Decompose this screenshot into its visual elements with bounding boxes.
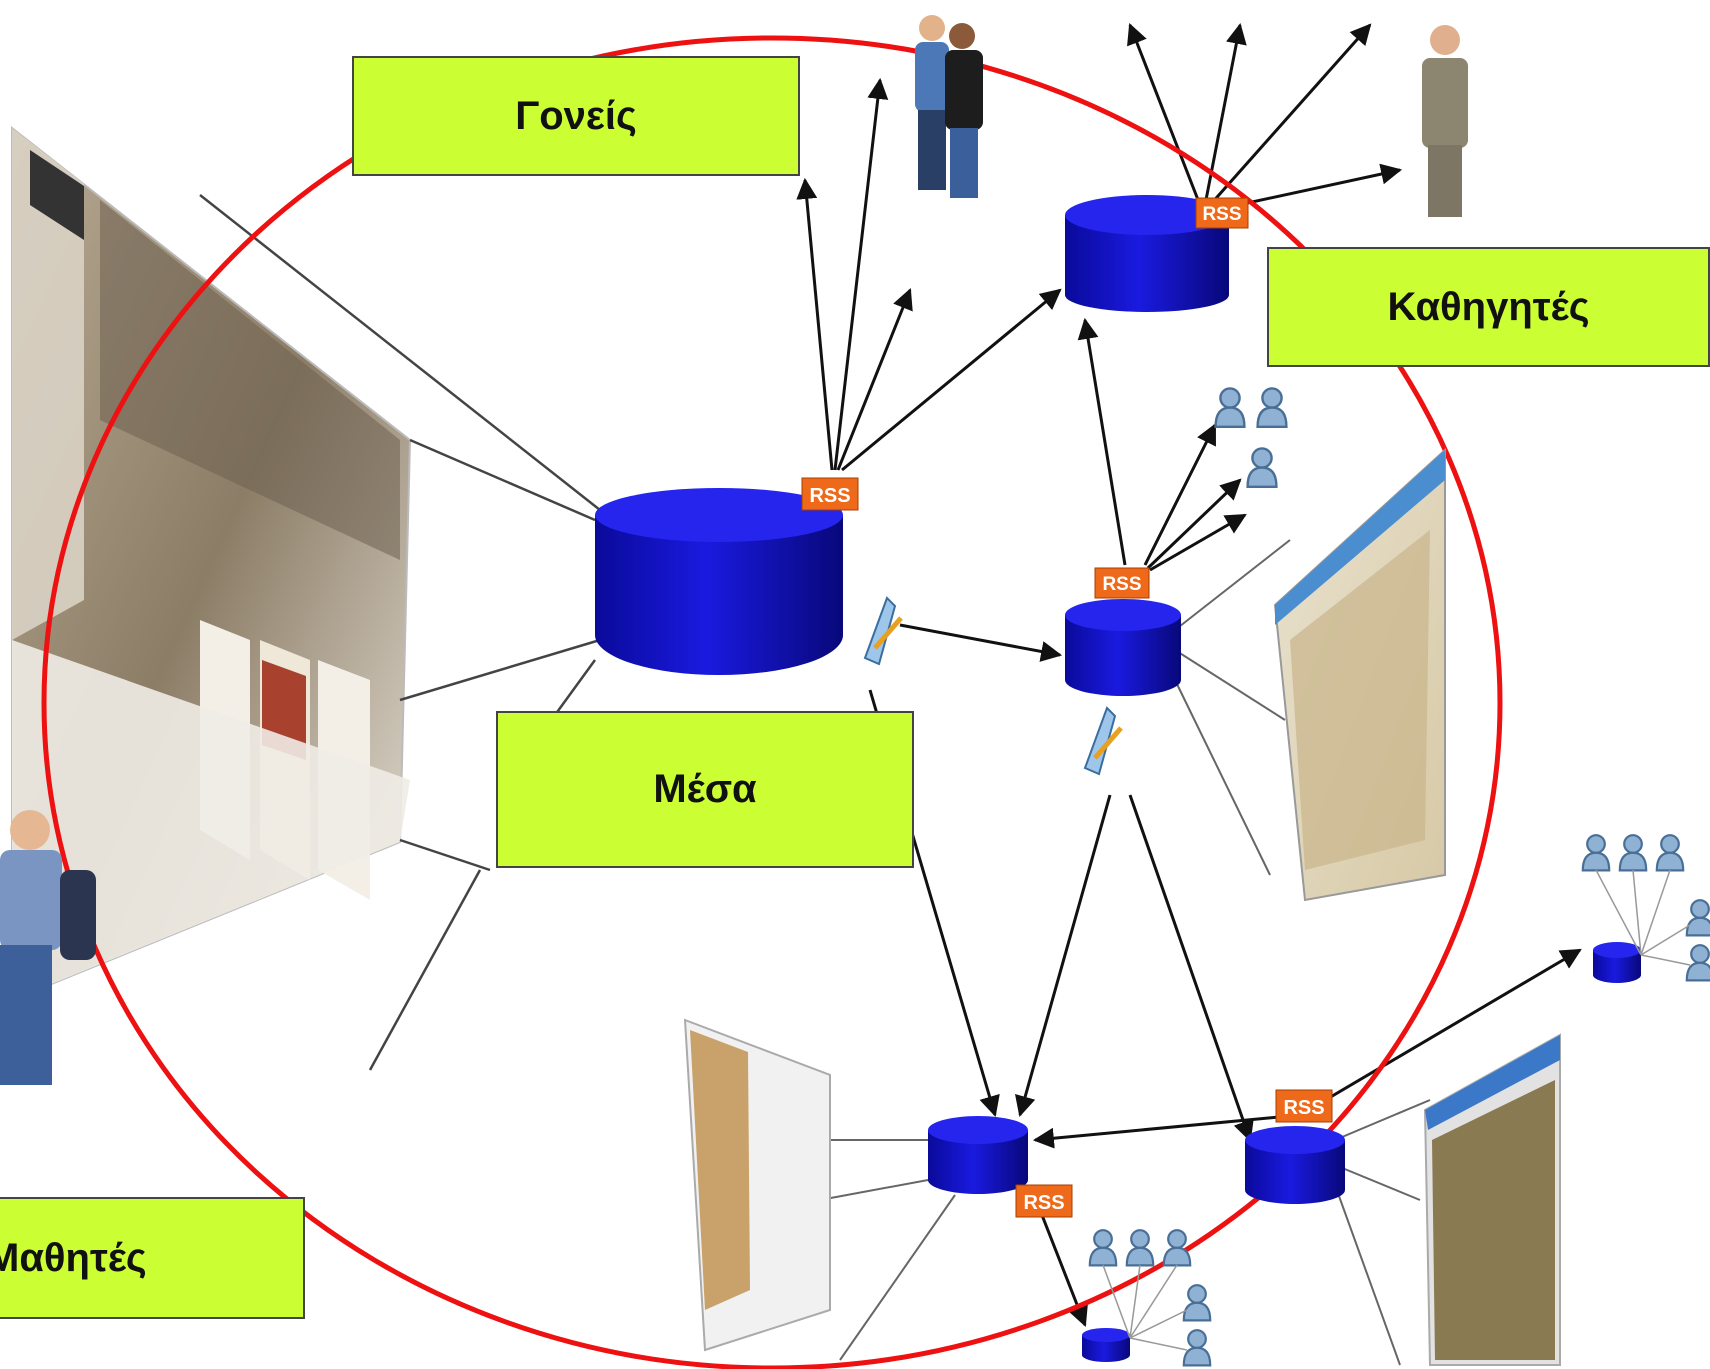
svg-text:RSS: RSS (1283, 1097, 1324, 1119)
fan-lines (1102, 869, 1691, 1351)
rss-feed-icon: RSS (1094, 567, 1150, 599)
bottom-database-icon (928, 1116, 1028, 1194)
svg-text:RSS: RSS (809, 485, 850, 507)
rss-badges: RSS RSS RSS RSS RSS (801, 197, 1333, 1218)
students-label: Μαθητές (0, 1197, 305, 1319)
rss-feed-icon: RSS (1275, 1089, 1333, 1123)
middle-database-icon (1065, 599, 1181, 696)
bottom-right-database-icon (1245, 1126, 1345, 1204)
scope-circle (41, 35, 1503, 1369)
teachers-label: Καθηγητές (1267, 247, 1710, 367)
svg-text:RSS: RSS (1202, 204, 1241, 225)
page-connection-lines (199, 194, 601, 1071)
user-group-icon (1214, 387, 1288, 488)
far-right-database-icon (1593, 942, 1641, 983)
feed-reader-icon (863, 596, 903, 666)
artwork-page-thumbnail (1423, 1033, 1561, 1366)
media-label: Μέσα (496, 711, 914, 868)
parents-label: Γονείς (352, 56, 800, 176)
rss-feed-icon: RSS (1195, 197, 1249, 229)
bottom-small-database-icon (1082, 1328, 1130, 1362)
network-arrows (796, 22, 1582, 1327)
parents-photo-icon (915, 15, 983, 198)
feed-reader-icon (1083, 706, 1123, 776)
thin-connector-lines (819, 539, 1431, 1366)
svg-text:RSS: RSS (1023, 1192, 1064, 1214)
teacher-photo-icon (1422, 25, 1468, 217)
rss-feed-icon: RSS (1015, 1184, 1073, 1218)
map-page-thumbnail (1273, 447, 1446, 902)
main-web-page-thumbnail (11, 125, 412, 1002)
mosaic-page-thumbnail (683, 1018, 831, 1352)
student-photo-icon (0, 810, 96, 1085)
top-database-icon (1065, 195, 1229, 312)
svg-text:RSS: RSS (1102, 574, 1141, 595)
central-database-icon (595, 488, 843, 675)
rss-feed-icon: RSS (801, 477, 859, 511)
